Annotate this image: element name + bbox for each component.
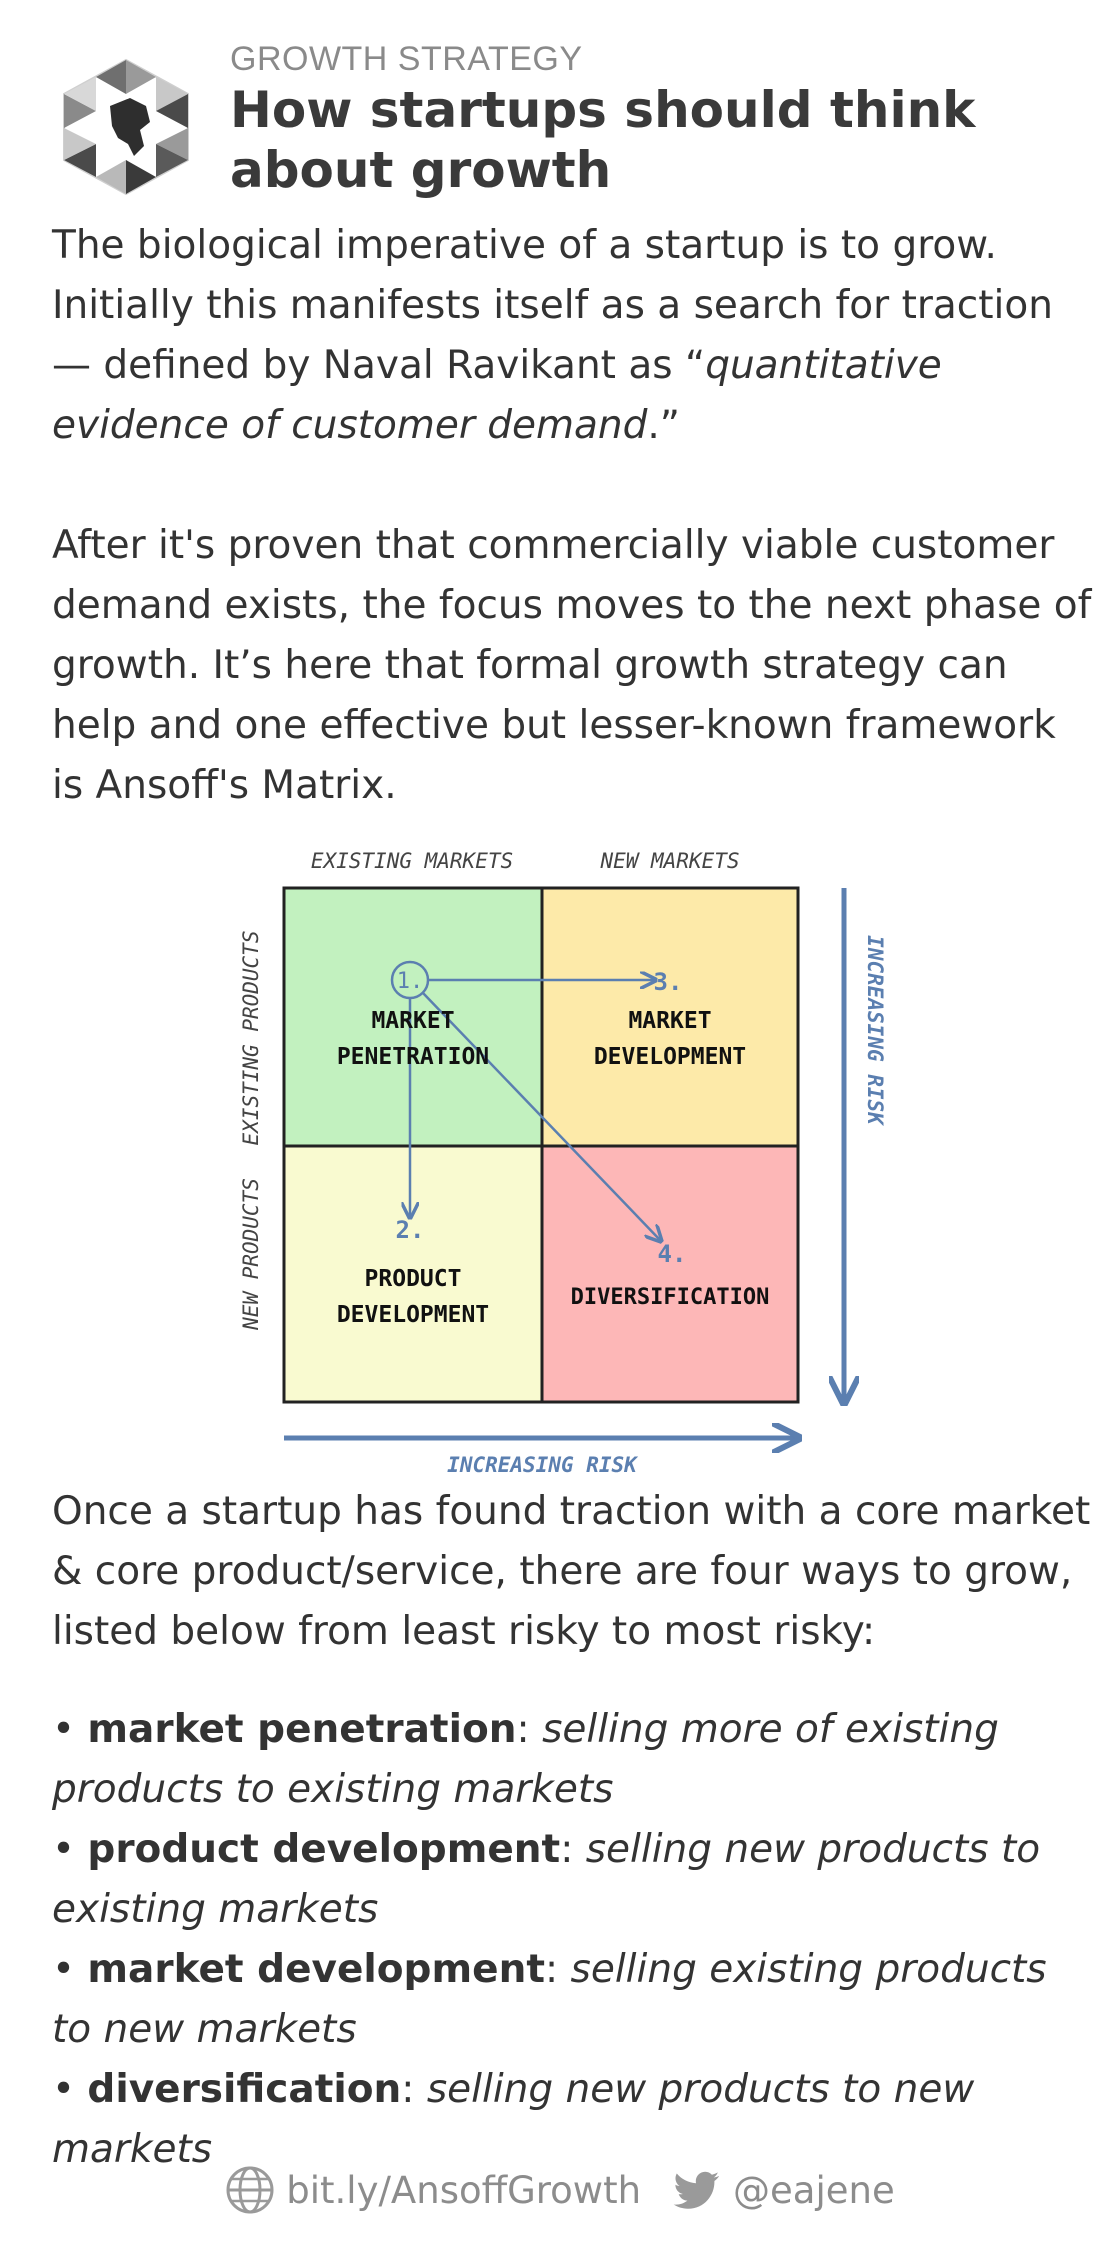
body-paragraph: Once a startup has found traction with a… bbox=[52, 1482, 1092, 1662]
list-item-desc: selling more of existing products to exi… bbox=[52, 1707, 999, 1812]
col-header-new-markets: NEW MARKETS bbox=[599, 849, 739, 873]
logo-icon bbox=[63, 58, 189, 196]
list-item-desc: selling new products to new markets bbox=[52, 2067, 975, 2172]
list-item-term: market penetration bbox=[87, 1707, 517, 1752]
footer-link[interactable]: bit.ly/AnsoffGrowth bbox=[286, 2168, 642, 2212]
list-item: • market penetration: selling more of ex… bbox=[52, 1707, 999, 1812]
ansoff-matrix-diagram: EXISTING MARKETS NEW MARKETS EXISTING PR… bbox=[239, 849, 887, 1477]
intro-quote: quantitative evidence of customer demand bbox=[52, 343, 942, 448]
footer: bit.ly/AnsoffGrowth @eajene bbox=[0, 2160, 1119, 2220]
label-market-penetration-1: MARKET bbox=[371, 1008, 454, 1034]
list-item: • diversification: selling new products … bbox=[52, 2067, 975, 2172]
page-title: How startups should think about growth bbox=[230, 81, 976, 199]
cell-diversification bbox=[540, 1144, 800, 1404]
marker-2-number: 2. bbox=[396, 1216, 425, 1244]
row-header-existing-products: EXISTING PRODUCTS bbox=[239, 931, 263, 1146]
row-header-new-products: NEW PRODUCTS bbox=[239, 1178, 263, 1331]
body-paragraph-text: Once a startup has found traction with a… bbox=[52, 1489, 1091, 1654]
intro-paragraph-1: The biological imperative of a startup i… bbox=[52, 216, 1092, 456]
label-market-penetration-2: PENETRATION bbox=[337, 1044, 489, 1070]
arrow-to-diversification bbox=[422, 992, 660, 1240]
col-header-existing-markets: EXISTING MARKETS bbox=[311, 849, 513, 873]
marker-1-number: 1. bbox=[397, 969, 424, 994]
list-item-desc: selling existing products to new markets bbox=[52, 1947, 1047, 2052]
growth-options-list: • market penetration: selling more of ex… bbox=[52, 1700, 1092, 2180]
label-product-development-1: PRODUCT bbox=[365, 1266, 462, 1292]
list-item: • product development: selling new produ… bbox=[52, 1827, 1041, 1932]
label-market-development-2: DEVELOPMENT bbox=[594, 1044, 746, 1070]
kicker-label: GROWTH STRATEGY bbox=[230, 40, 583, 78]
intro-text-end: .” bbox=[647, 403, 680, 448]
cell-market-penetration bbox=[282, 886, 544, 1148]
marker-4-number: 4. bbox=[658, 1240, 687, 1268]
cell-product-development bbox=[282, 1144, 544, 1404]
list-item-desc: selling new products to existing markets bbox=[52, 1827, 1041, 1932]
label-market-development-1: MARKET bbox=[628, 1008, 711, 1034]
twitter-bird-icon bbox=[673, 2171, 720, 2209]
list-item-term: product development bbox=[87, 1827, 561, 1872]
list-item-term: market development bbox=[87, 1947, 545, 1992]
label-product-development-2: DEVELOPMENT bbox=[337, 1302, 489, 1328]
list-item: • market development: selling existing p… bbox=[52, 1947, 1047, 2052]
label-diversification: DIVERSIFICATION bbox=[571, 1285, 770, 1310]
footer-handle[interactable]: @eajene bbox=[733, 2168, 895, 2212]
marker-3-number: 3. bbox=[654, 968, 683, 996]
horizontal-risk-label: INCREASING RISK bbox=[447, 1453, 639, 1477]
vertical-risk-label: INCREASING RISK bbox=[863, 935, 887, 1127]
intro-paragraph-2: After it's proven that commercially viab… bbox=[52, 516, 1092, 816]
globe-icon bbox=[226, 2166, 274, 2214]
intro-paragraph-2-text: After it's proven that commercially viab… bbox=[52, 523, 1092, 808]
intro-text: The biological imperative of a startup i… bbox=[52, 223, 1053, 388]
header: GROWTH STRATEGY How startups should thin… bbox=[50, 38, 1090, 199]
cell-market-development bbox=[540, 886, 800, 1148]
list-item-term: diversification bbox=[87, 2067, 402, 2112]
